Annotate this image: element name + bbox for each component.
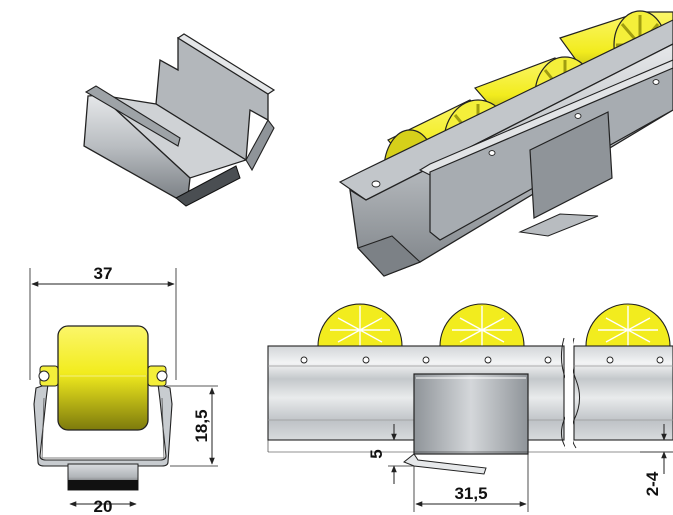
side-clip (413, 373, 529, 455)
clip-foot (175, 165, 241, 207)
rail-3d-clip-tab (518, 213, 599, 237)
clip-front-lip (84, 85, 181, 147)
clip-end-flap (245, 118, 275, 172)
clip-back-lip (176, 33, 276, 95)
cross-section-view: 37 20 18,5 (29, 264, 218, 515)
dim-label-20: 20 (94, 497, 113, 515)
side-rail-holes (300, 356, 664, 364)
dim-width-37: 37 (29, 264, 177, 380)
dim-clip-31-5: 31,5 (413, 454, 529, 512)
section-channel-inner (41, 397, 165, 459)
side-view: 5 31,5 2-4 (267, 303, 673, 512)
dim-label-37: 37 (94, 264, 113, 283)
section-roller (57, 325, 149, 431)
dim-label-18-5: 18,5 (192, 409, 211, 442)
dim-label-31-5: 31,5 (454, 484, 487, 503)
rail-3d-clip (529, 111, 613, 219)
dim-height-18-5: 18,5 (166, 385, 218, 467)
side-roller-1 (317, 303, 403, 347)
rail-3d-holes (371, 79, 660, 188)
dim-base-20: 20 (69, 497, 137, 515)
rail-3d-end-cut (357, 235, 422, 277)
side-clip-spring (403, 453, 487, 475)
dim-offset-5: 5 (367, 424, 414, 484)
dim-label-2-4: 2-4 (643, 471, 662, 496)
dim-label-5: 5 (367, 449, 386, 458)
dim-gap-2-4: 2-4 (640, 424, 673, 496)
clip-bracket-3d-view (83, 33, 276, 207)
roller-track-3d-view (338, 10, 673, 277)
side-roller-2 (439, 303, 525, 347)
side-roller-3 (585, 303, 671, 347)
side-rail-right (573, 345, 673, 441)
